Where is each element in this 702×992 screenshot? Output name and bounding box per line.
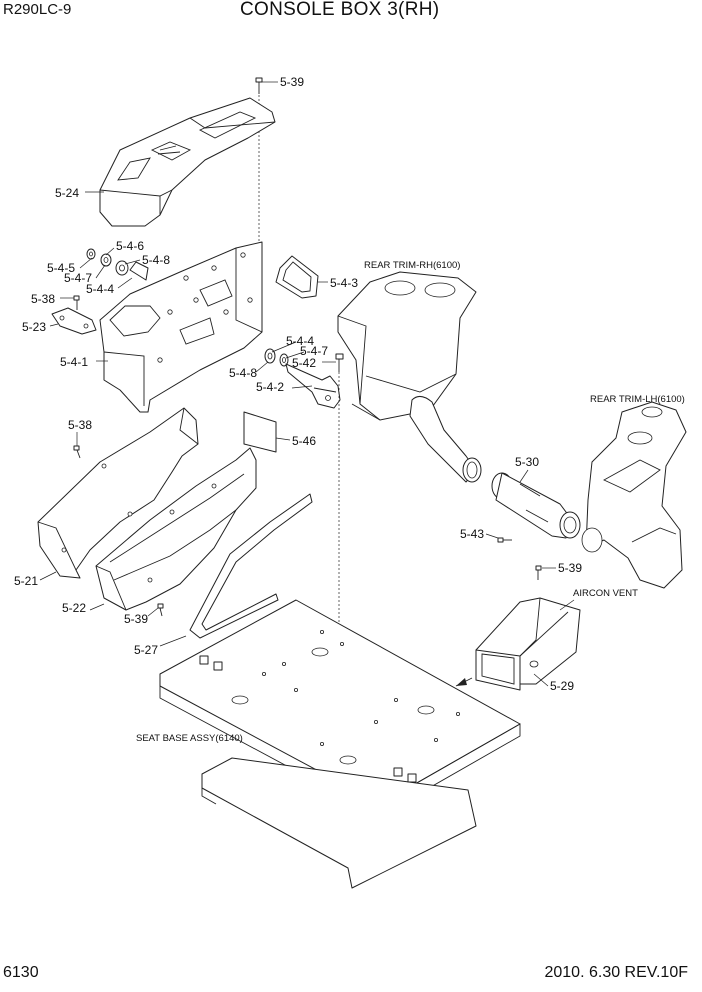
airflow-arrow — [455, 677, 473, 687]
plate-5-46 — [243, 411, 277, 453]
label-5-38-b: 5-38 — [68, 418, 92, 432]
screw-5-38-b — [73, 445, 81, 459]
label-5-4-2: 5-4-2 — [256, 380, 284, 394]
screw-5-39-mid — [535, 565, 542, 580]
washer-5-4-7-b — [279, 353, 289, 367]
bracket-5-4-1 — [99, 241, 263, 413]
label-5-4-3: 5-4-3 — [330, 276, 358, 290]
screw-5-43 — [497, 537, 512, 543]
note-rear-trim-lh: REAR TRIM-LH(6100) — [590, 394, 685, 405]
label-5-21: 5-21 — [14, 574, 38, 588]
bolt-5-42 — [335, 353, 344, 372]
note-seat-base: SEAT BASE ASSY(6140) — [136, 733, 243, 744]
label-5-38-a: 5-38 — [31, 292, 55, 306]
page-title: CONSOLE BOX 3(RH) — [240, 0, 440, 20]
air-duct-hose — [409, 396, 482, 483]
label-5-30: 5-30 — [515, 455, 539, 469]
bushing-5-4-8-main — [129, 261, 149, 281]
lever-5-4-2 — [285, 363, 341, 409]
screw-5-39-low — [157, 603, 164, 617]
rear-trim-lh-reference — [581, 401, 687, 589]
rear-trim-rh-reference — [337, 271, 477, 421]
label-5-4-6: 5-4-6 — [116, 239, 144, 253]
label-5-39-low: 5-39 — [124, 612, 148, 626]
washer-5-4-4-b — [264, 348, 276, 364]
note-aircon-vent: AIRCON VENT — [573, 588, 638, 599]
model-number: R290LC-9 — [3, 1, 72, 18]
washer-5-4-7-left — [100, 253, 112, 267]
gasket-5-4-3 — [275, 255, 319, 299]
console-cover-5-24 — [99, 97, 276, 227]
label-5-4-1: 5-4-1 — [60, 355, 88, 369]
label-5-42: 5-42 — [292, 356, 316, 370]
date-revision: 2010. 6.30 REV.10F — [544, 964, 688, 981]
label-5-29: 5-29 — [550, 679, 574, 693]
screw-5-38-a — [73, 295, 80, 310]
side-cover-5-22 — [95, 447, 257, 611]
note-rear-trim-rh: REAR TRIM-RH(6100) — [364, 260, 460, 271]
label-5-39-top: 5-39 — [280, 75, 304, 89]
side-cover-5-21 — [37, 407, 199, 579]
aircon-duct-5-29 — [475, 597, 581, 691]
label-5-4-7-b: 5-4-7 — [300, 344, 328, 358]
label-5-4-5: 5-4-5 — [47, 261, 75, 275]
label-5-4-4-a: 5-4-4 — [86, 282, 114, 296]
label-5-4-4-b: 5-4-4 — [286, 334, 314, 348]
screw-5-39-top — [255, 77, 263, 94]
washer-5-4-5 — [86, 248, 96, 260]
edge-trim-5-27 — [189, 493, 313, 639]
label-5-24: 5-24 — [55, 186, 79, 200]
label-5-39-mid: 5-39 — [558, 561, 582, 575]
label-5-4-8-b: 5-4-8 — [229, 366, 257, 380]
nozzle-5-30 — [491, 472, 581, 539]
label-5-22: 5-22 — [62, 601, 86, 615]
label-5-43: 5-43 — [460, 527, 484, 541]
bracket-5-23 — [51, 307, 97, 335]
label-5-4-8-a: 5-4-8 — [142, 253, 170, 267]
label-5-23: 5-23 — [22, 320, 46, 334]
label-5-4-7-a: 5-4-7 — [64, 271, 92, 285]
bushing-5-4-8-left — [115, 260, 129, 276]
label-5-27: 5-27 — [134, 643, 158, 657]
label-5-46: 5-46 — [292, 434, 316, 448]
page-number: 6130 — [3, 964, 39, 981]
seat-base-assy-reference — [159, 599, 521, 889]
